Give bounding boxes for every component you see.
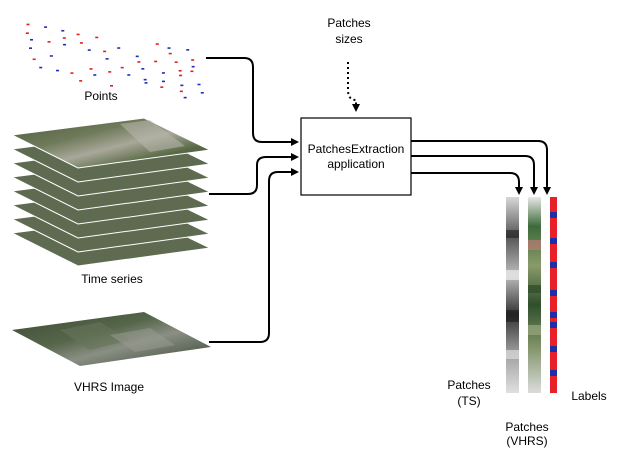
time-series-label: Time series bbox=[81, 272, 143, 286]
label-band bbox=[550, 212, 557, 218]
application-to-vhrs-patches-arrow bbox=[411, 155, 538, 195]
vhrs-image-label: VHRS Image bbox=[74, 380, 144, 394]
labels-label: Labels bbox=[571, 389, 606, 403]
patches-vhrs-strip bbox=[528, 197, 541, 393]
patches-sizes-arrow bbox=[347, 62, 360, 112]
points-label: Points bbox=[84, 89, 117, 103]
patches-sizes-label-line2: sizes bbox=[335, 32, 362, 46]
label-band bbox=[550, 290, 557, 296]
vhrs-image-layer bbox=[12, 312, 211, 366]
application-to-ts-patches-arrow bbox=[411, 172, 523, 195]
time-series-highlight bbox=[120, 120, 185, 152]
patches-vhrs-label-line1: Patches bbox=[505, 420, 548, 434]
time-series-stack bbox=[10, 117, 212, 267]
patches-vhrs-label-line2: (VHRS) bbox=[506, 434, 547, 448]
application-to-labels-arrow bbox=[411, 140, 551, 195]
label-band bbox=[550, 346, 557, 352]
points-scatter bbox=[25, 23, 204, 99]
patches-ts-label-line1: Patches bbox=[447, 378, 490, 392]
label-band bbox=[550, 370, 557, 376]
vhrs-to-application-arrow bbox=[209, 168, 299, 343]
points-to-application-arrow bbox=[206, 57, 299, 146]
label-band bbox=[550, 262, 557, 268]
patches-sizes-label-line1: Patches bbox=[327, 16, 370, 30]
patches-ts-label-line2: (TS) bbox=[457, 394, 480, 408]
label-band bbox=[550, 238, 557, 244]
labels-strip bbox=[550, 197, 557, 393]
patches-ts-strip bbox=[506, 197, 519, 393]
time-series-to-application-arrow bbox=[209, 153, 299, 195]
application-label-line2: application bbox=[327, 157, 384, 171]
application-label-line1: PatchesExtraction bbox=[308, 142, 405, 156]
patches-extraction-application-box bbox=[300, 117, 412, 196]
label-band bbox=[550, 312, 557, 318]
label-band bbox=[550, 322, 557, 328]
